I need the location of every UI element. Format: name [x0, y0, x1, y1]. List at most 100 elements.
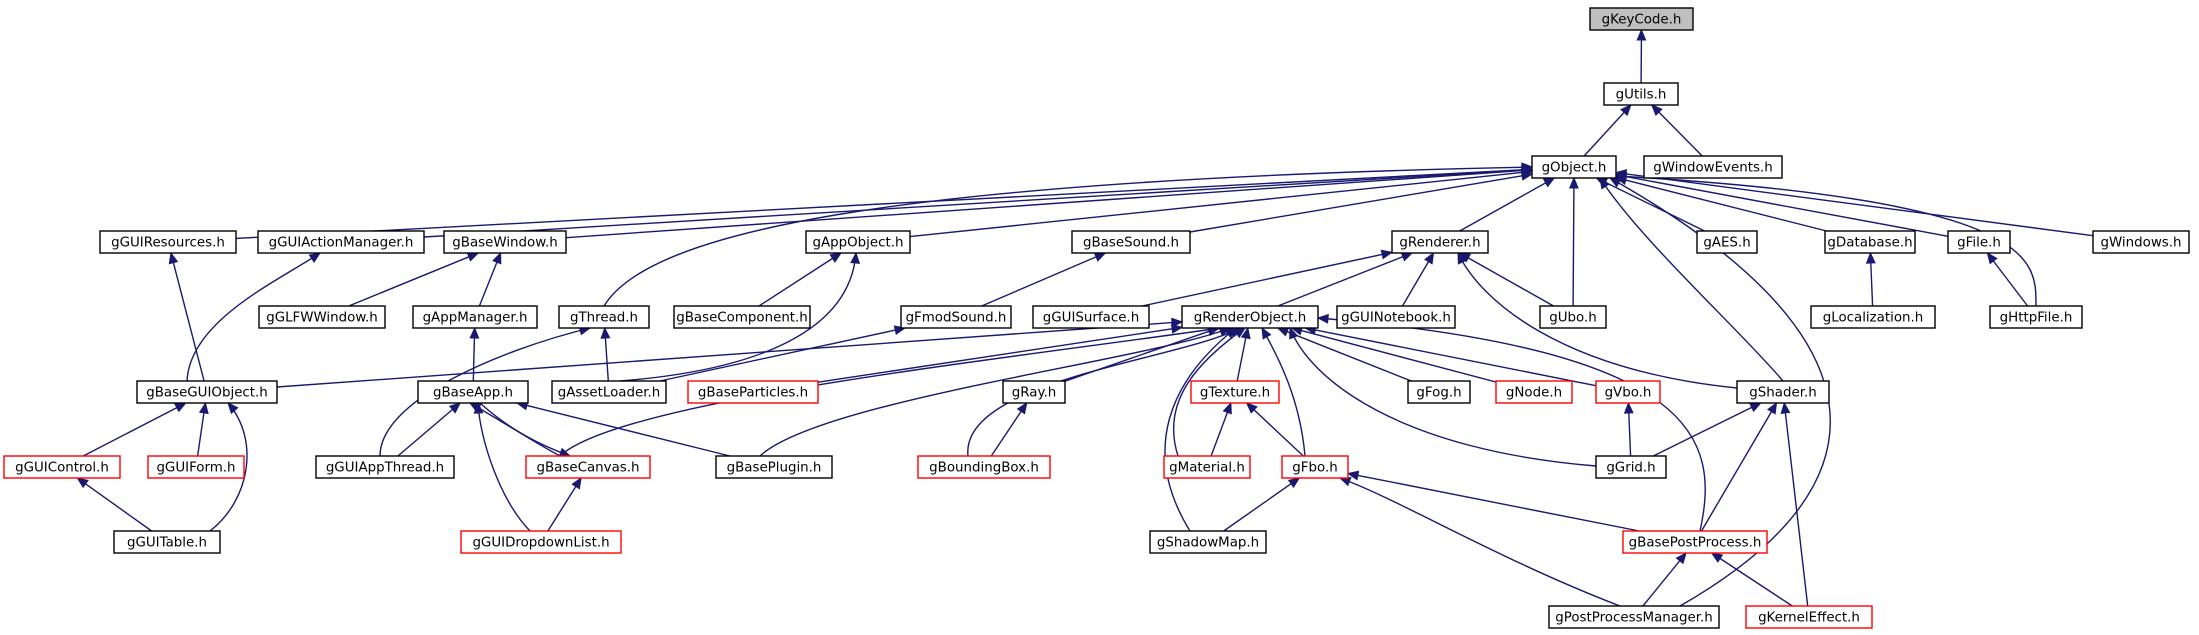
node-label-gKernelEffect: gKernelEffect.h [1758, 611, 1860, 626]
node-gGUIResources[interactable]: gGUIResources.h [99, 230, 237, 254]
node-gGUITable[interactable]: gGUITable.h [113, 530, 221, 554]
node-box-gAssetLoader [551, 380, 667, 404]
node-box-gRenderer [1391, 230, 1489, 254]
node-gGUINotebook[interactable]: gGUINotebook.h [1336, 305, 1456, 329]
node-gBaseSound[interactable]: gBaseSound.h [1071, 230, 1191, 254]
node-gVbo[interactable]: gVbo.h [1595, 380, 1661, 404]
arrowhead-gShadowMap-to-gRenderObject [1224, 327, 1238, 339]
node-gBoundingBox[interactable]: gBoundingBox.h [917, 455, 1051, 479]
arrowhead-gRenderer-to-gObject [1542, 177, 1556, 188]
edge-gBasePostProcess-to-gFbo [1357, 474, 1640, 532]
node-box-gAES [1696, 230, 1758, 254]
node-box-gBaseParticles [687, 380, 819, 404]
node-gGUIControl[interactable]: gGUIControl.h [3, 455, 121, 479]
node-gAppObject[interactable]: gAppObject.h [805, 230, 911, 254]
edge-gGUIActionManager-to-gObject [423, 169, 1523, 238]
node-gGUISurface[interactable]: gGUISurface.h [1032, 305, 1150, 329]
node-gPostProcessManager[interactable]: gPostProcessManager.h [1548, 605, 1720, 629]
node-gBaseGUIObject[interactable]: gBaseGUIObject.h [136, 380, 278, 404]
node-gObject[interactable]: gObject.h [1531, 155, 1617, 179]
node-gBaseApp[interactable]: gBaseApp.h [417, 380, 529, 404]
node-gGLFWWindow[interactable]: gGLFWWindow.h [258, 305, 386, 329]
arrowhead-gGUIDropdownList-to-gBaseCanvas [571, 476, 582, 490]
node-box-gShader [1736, 380, 1830, 404]
node-gNode[interactable]: gNode.h [1495, 380, 1573, 404]
arrowhead-gObject-to-gUtils [1620, 104, 1632, 117]
edge-gTexture-to-gRenderObject [1236, 337, 1247, 382]
node-gGUIActionManager[interactable]: gGUIActionManager.h [257, 230, 425, 254]
node-gRenderObject[interactable]: gRenderObject.h [1181, 305, 1319, 329]
arrowhead-gFbo-to-gTexture [1245, 402, 1258, 414]
node-label-gGUISurface: gGUISurface.h [1043, 311, 1139, 326]
node-gBaseParticles[interactable]: gBaseParticles.h [687, 380, 819, 404]
edge-gBaseGUIObject-to-gGUIActionManager [186, 252, 321, 382]
edge-gGUITable-to-gGUIControl [85, 483, 153, 532]
arrowhead-gGrid-to-gVbo [1623, 401, 1634, 414]
node-gHttpFile[interactable]: gHttpFile.h [1989, 305, 2083, 329]
arrowhead-gBasePostProcess-to-gRenderObject [1316, 313, 1329, 324]
node-gWindows[interactable]: gWindows.h [2092, 230, 2190, 254]
node-gFog[interactable]: gFog.h [1407, 380, 1471, 404]
node-label-gAppObject: gAppObject.h [812, 236, 903, 251]
edge-gGUIAppThread-to-gThread [379, 327, 591, 457]
node-box-gRenderObject [1181, 305, 1319, 329]
node-box-gPostProcessManager [1548, 605, 1720, 629]
arrowhead-gGUITable-to-gGUIControl [76, 477, 89, 489]
arrowhead-gBasePostProcess-to-gFbo [1346, 470, 1360, 481]
node-gBasePostProcess[interactable]: gBasePostProcess.h [1622, 530, 1768, 554]
arrowhead-gMaterial-to-gTexture [1222, 401, 1232, 415]
node-gUtils[interactable]: gUtils.h [1603, 82, 1679, 106]
edge-gBaseComponent-to-gAppObject [758, 257, 833, 307]
node-box-gHttpFile [1989, 305, 2083, 329]
node-box-gGUIDropdownList [460, 530, 622, 554]
node-gKeyCode[interactable]: gKeyCode.h [1589, 7, 1694, 31]
edge-gFbo-to-gRenderObject [1261, 327, 1306, 457]
node-gFile[interactable]: gFile.h [1947, 230, 2011, 254]
edge-gPostProcessManager-to-gBasePostProcess [1642, 560, 1681, 607]
node-box-gKernelEffect [1745, 605, 1873, 629]
node-gGUIDropdownList[interactable]: gGUIDropdownList.h [460, 530, 622, 554]
node-gKernelEffect[interactable]: gKernelEffect.h [1745, 605, 1873, 629]
node-gAssetLoader[interactable]: gAssetLoader.h [551, 380, 667, 404]
node-gGrid[interactable]: gGrid.h [1595, 455, 1667, 479]
node-gGUIAppThread[interactable]: gGUIAppThread.h [315, 455, 455, 479]
node-box-gBaseWindow [443, 230, 567, 254]
node-label-gBaseGUIObject: gBaseGUIObject.h [146, 386, 268, 401]
arrowhead-gHttpFile-to-gObject [1614, 171, 1627, 182]
node-gBasePlugin[interactable]: gBasePlugin.h [715, 455, 833, 479]
edge-gFile-to-gObject [1625, 175, 1949, 237]
node-gWindowEvents[interactable]: gWindowEvents.h [1643, 155, 1783, 179]
node-gBaseWindow[interactable]: gBaseWindow.h [443, 230, 567, 254]
node-gThread[interactable]: gThread.h [558, 305, 650, 329]
node-gRenderer[interactable]: gRenderer.h [1391, 230, 1489, 254]
node-gTexture[interactable]: gTexture.h [1190, 380, 1280, 404]
node-gFbo[interactable]: gFbo.h [1281, 455, 1349, 479]
edge-gAppManager-to-gBaseWindow [478, 262, 498, 307]
node-box-gBaseComponent [673, 305, 811, 329]
edge-gShader-to-gObject [1599, 177, 1784, 382]
node-gBaseComponent[interactable]: gBaseComponent.h [673, 305, 811, 329]
node-gShadowMap[interactable]: gShadowMap.h [1149, 530, 1267, 554]
node-box-gAppObject [805, 230, 911, 254]
node-box-gGUIActionManager [257, 230, 425, 254]
node-gDatabase[interactable]: gDatabase.h [1824, 230, 1916, 254]
node-label-gDatabase: gDatabase.h [1827, 236, 1912, 251]
node-box-gMaterial [1163, 455, 1251, 479]
node-gFmodSound[interactable]: gFmodSound.h [900, 305, 1012, 329]
node-gShader[interactable]: gShader.h [1736, 380, 1830, 404]
node-gAES[interactable]: gAES.h [1696, 230, 1758, 254]
node-label-gVbo: gVbo.h [1605, 386, 1652, 401]
node-label-gBoundingBox: gBoundingBox.h [929, 461, 1039, 476]
arrowhead-gBaseGUIObject-to-gGUIActionManager [308, 252, 322, 264]
node-gAppManager[interactable]: gAppManager.h [412, 305, 538, 329]
node-gMaterial[interactable]: gMaterial.h [1163, 455, 1251, 479]
node-gRay[interactable]: gRay.h [1002, 380, 1066, 404]
node-gGUIForm[interactable]: gGUIForm.h [147, 455, 245, 479]
arrowhead-gFbo-to-gRenderObject [1261, 326, 1272, 340]
edge-gKernelEffect-to-gBasePostProcess [1719, 557, 1793, 607]
node-gLocalization[interactable]: gLocalization.h [1810, 305, 1936, 329]
node-gBaseCanvas[interactable]: gBaseCanvas.h [525, 455, 651, 479]
node-box-gGUIForm [147, 455, 245, 479]
node-gUbo[interactable]: gUbo.h [1539, 305, 1607, 329]
node-label-gWindows: gWindows.h [2100, 236, 2181, 251]
